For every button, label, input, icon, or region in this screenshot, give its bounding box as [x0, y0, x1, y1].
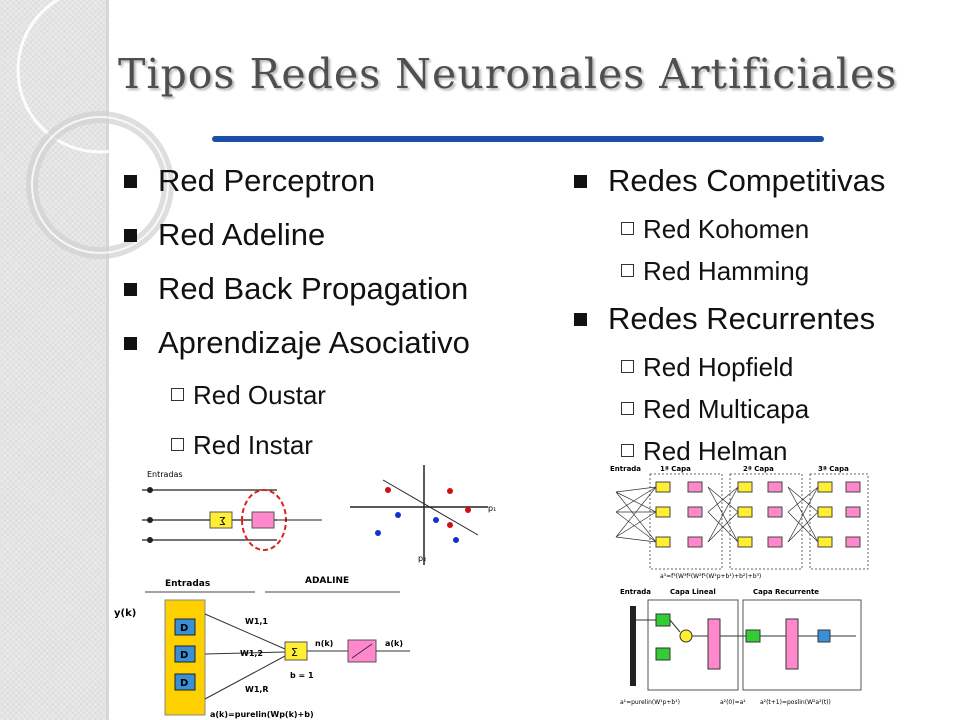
bullet-aprendizaje-asociativo: Aprendizaje Asociativo: [118, 316, 470, 370]
svg-text:1ª Capa: 1ª Capa: [660, 465, 691, 473]
svg-text:3ª Capa: 3ª Capa: [818, 465, 849, 473]
adaline-formula: a(k)=purelin(Wp(k)+b): [210, 710, 314, 719]
checkbox-square-icon: [621, 444, 634, 457]
perceptron-inputs-label: Entradas: [147, 470, 183, 479]
subbullet-red-oustar: Red Oustar: [163, 370, 470, 420]
bullet-red-perceptron: Red Perceptron: [118, 154, 470, 208]
adaline-title: ADALINE: [305, 576, 349, 586]
svg-text:D: D: [180, 650, 188, 661]
svg-text:a¹=purelin(W¹p+b¹): a¹=purelin(W¹p+b¹): [620, 699, 680, 706]
svg-text:Entrada: Entrada: [620, 588, 651, 596]
slide-title: Tipos Redes Neuronales Artificiales: [118, 50, 898, 98]
svg-text:W1,1: W1,1: [245, 617, 268, 626]
svg-text:a(k): a(k): [385, 639, 403, 648]
subbullet-red-hamming: Red Hamming: [613, 250, 885, 292]
svg-text:a²(0)=a¹: a²(0)=a¹: [720, 699, 746, 706]
checkbox-square-icon: [621, 360, 634, 373]
svg-text:a²(t+1)=poslin(W²a²(t)): a²(t+1)=poslin(W²a²(t)): [760, 699, 831, 706]
subbullet-red-helman: Red Helman: [613, 430, 885, 472]
svg-text:Σ: Σ: [291, 646, 298, 659]
right-bullet-list: Redes Competitivas Red Kohomen Red Hammi…: [568, 154, 885, 472]
svg-text:Capa Lineal: Capa Lineal: [670, 588, 716, 596]
axis-x-label: p₁: [488, 504, 496, 513]
multicapa-diagram: Entrada 1ª Capa 2ª Capa 3ª Capa a³=f³(W³…: [610, 465, 869, 580]
perceptron-diagram: Entradas Σ: [142, 470, 322, 551]
checkbox-square-icon: [171, 388, 184, 401]
subbullet-red-multicapa: Red Multicapa: [613, 388, 885, 430]
axis-y-label: p₂: [418, 554, 426, 563]
decorative-sidebar: [0, 0, 106, 720]
bullet-redes-recurrentes: Redes Recurrentes: [568, 292, 885, 346]
adaline-diagram: Entradas ADALINE y(k) D D D W1,1 W1,2 W1…: [114, 576, 410, 719]
svg-text:Entrada: Entrada: [610, 465, 641, 473]
left-bullet-list: Red Perceptron Red Adeline Red Back Prop…: [118, 154, 470, 470]
classification-plot: p₁ p₂: [350, 465, 496, 565]
checkbox-square-icon: [621, 264, 634, 277]
svg-text:2ª Capa: 2ª Capa: [743, 465, 774, 473]
subbullet-red-hopfield: Red Hopfield: [613, 346, 885, 388]
svg-text:D: D: [180, 678, 188, 689]
adaline-inputs-label: Entradas: [165, 579, 210, 589]
bullet-redes-competitivas: Redes Competitivas: [568, 154, 885, 208]
multicapa-formula: a³=f³(W³f²(W²f¹(W¹p+b¹)+b²)+b³): [660, 573, 761, 580]
bullet-red-adeline: Red Adeline: [118, 208, 470, 262]
svg-text:W1,2: W1,2: [240, 649, 263, 658]
svg-text:Capa Recurrente: Capa Recurrente: [753, 588, 819, 596]
adaline-input-signal: y(k): [114, 608, 136, 619]
checkbox-square-icon: [621, 222, 634, 235]
svg-text:n(k): n(k): [315, 639, 333, 648]
sidebar-divider: [106, 0, 109, 720]
checkbox-square-icon: [171, 438, 184, 451]
title-underline: [212, 136, 824, 142]
subbullet-red-kohomen: Red Kohomen: [613, 208, 885, 250]
svg-text:W1,R: W1,R: [245, 685, 269, 694]
hopfield-diagram: Entrada Capa Lineal Capa Recurrente a¹=p…: [620, 588, 862, 706]
svg-text:b = 1: b = 1: [290, 671, 314, 680]
svg-text:Σ: Σ: [219, 515, 226, 528]
checkbox-square-icon: [621, 402, 634, 415]
svg-text:D: D: [180, 623, 188, 634]
bullet-red-back-propagation: Red Back Propagation: [118, 262, 470, 316]
subbullet-red-instar: Red Instar: [163, 420, 470, 470]
